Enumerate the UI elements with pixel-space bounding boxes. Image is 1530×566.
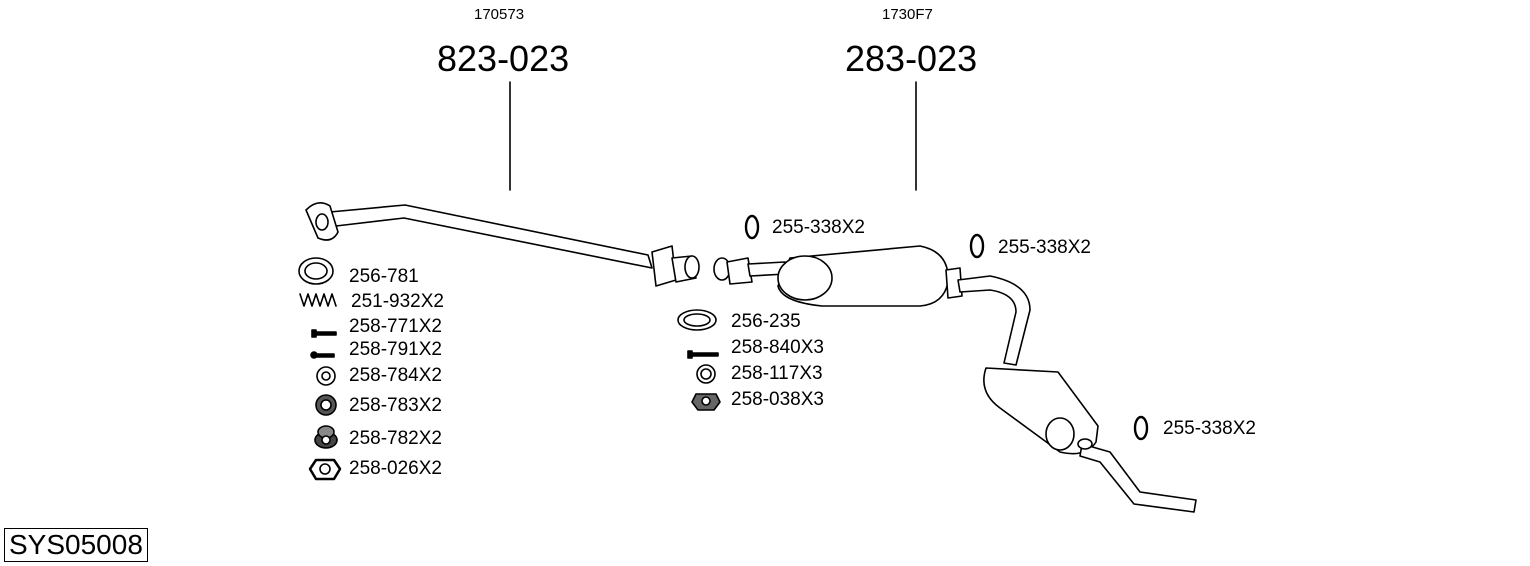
hexnut-part <box>308 458 342 481</box>
part-label-ring[interactable]: 256-781 <box>349 266 419 287</box>
part-label-bolt-2[interactable]: 258-791X2 <box>349 339 442 360</box>
part-label-hexnut[interactable]: 258-026X2 <box>349 458 442 479</box>
washer-part-2 <box>696 364 716 384</box>
part-label-hanger-3[interactable]: 255-338X2 <box>1163 418 1256 439</box>
system-code-box: SYS05008 <box>4 528 148 562</box>
nut-part-1 <box>315 394 337 416</box>
oem-code-middle-silencer: 1730F7 <box>882 6 933 23</box>
oem-code-front-pipe: 170573 <box>474 6 525 23</box>
middle-silencer <box>713 245 963 307</box>
spring-part <box>299 293 337 307</box>
part-label-washer-2[interactable]: 258-117X3 <box>731 363 823 384</box>
part-label-bolt-1[interactable]: 258-771X2 <box>349 316 442 337</box>
part-label-flange-nut[interactable]: 258-038X3 <box>731 389 824 410</box>
part-number-middle-silencer[interactable]: 283-023 <box>845 38 978 79</box>
front-pipe <box>305 202 700 287</box>
gasket-part <box>677 309 717 331</box>
part-label-nut-2[interactable]: 258-782X2 <box>349 428 442 449</box>
left-parts <box>298 257 342 481</box>
rear-silencer <box>957 275 1197 513</box>
bolt-part-3 <box>687 350 719 359</box>
part-number-front-pipe[interactable]: 823-023 <box>437 38 570 79</box>
part-label-washer[interactable]: 258-784X2 <box>349 365 442 386</box>
hanger-icons <box>744 214 1149 441</box>
ring-part <box>298 257 334 285</box>
part-label-spring[interactable]: 251-932X2 <box>351 291 444 312</box>
middle-parts <box>677 309 721 411</box>
part-label-bolt-3[interactable]: 258-840X3 <box>731 337 824 358</box>
nut-part-2 <box>314 425 338 449</box>
part-label-nut-1[interactable]: 258-783X2 <box>349 395 442 416</box>
washer-part <box>316 366 336 386</box>
part-label-hanger-2[interactable]: 255-338X2 <box>998 237 1091 258</box>
bolt-part-2 <box>310 351 335 359</box>
part-label-hanger-1[interactable]: 255-338X2 <box>772 217 865 238</box>
bolt-part-1 <box>311 329 337 338</box>
flange-nut-part <box>691 393 721 411</box>
part-label-gasket[interactable]: 256-235 <box>731 311 801 332</box>
